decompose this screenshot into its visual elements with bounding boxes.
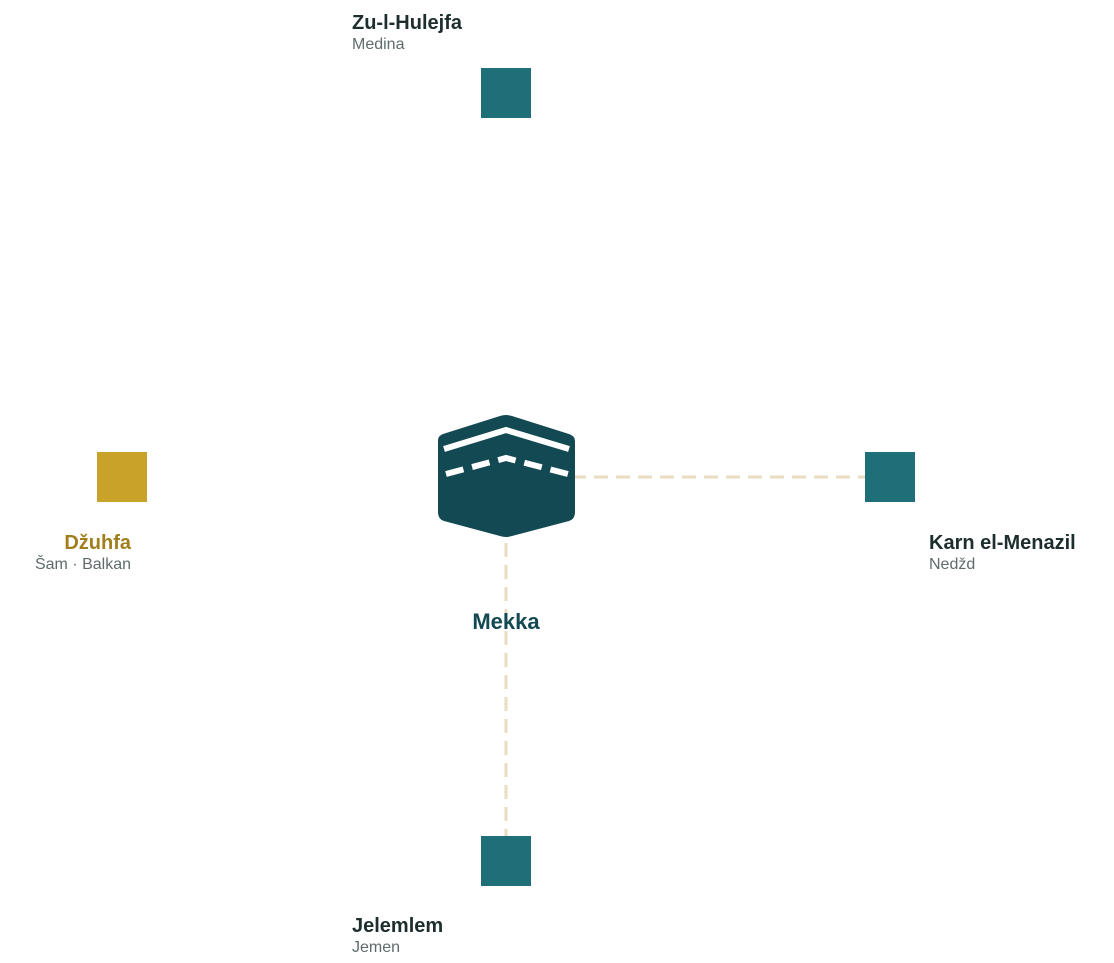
kaaba-icon [438, 415, 575, 537]
miqat-name: Zu-l-Hulejfa [352, 12, 462, 34]
miqat-region: Jemen [352, 939, 401, 956]
miqat-label-dzuhfa: Džuhfa Šam · Balkan [0, 531, 131, 575]
miqat-region: Nedžd [929, 556, 976, 573]
miqat-region: Medina [352, 36, 405, 53]
miqat-node-karn-el-menazil[interactable] [865, 452, 915, 502]
miqat-name: Jelemlem [352, 915, 444, 937]
miqat-node-jelemlem[interactable] [481, 836, 531, 886]
miqat-label-zul-hulejfa: Zu-l-Hulejfa Medina [352, 11, 462, 55]
center-label: Mekka [472, 609, 540, 634]
miqat-node-dzuhfa[interactable] [97, 452, 147, 502]
miqat-label-karn-el-menazil: Karn el-Menazil Nedžd [929, 531, 1076, 575]
miqat-name: Karn el-Menazil [929, 532, 1076, 554]
miqat-name: Džuhfa [64, 532, 131, 554]
miqat-region: Šam · Balkan [34, 556, 131, 573]
miqat-node-zul-hulejfa[interactable] [481, 68, 531, 118]
miqat-label-jelemlem: Jelemlem Jemen [352, 914, 443, 958]
